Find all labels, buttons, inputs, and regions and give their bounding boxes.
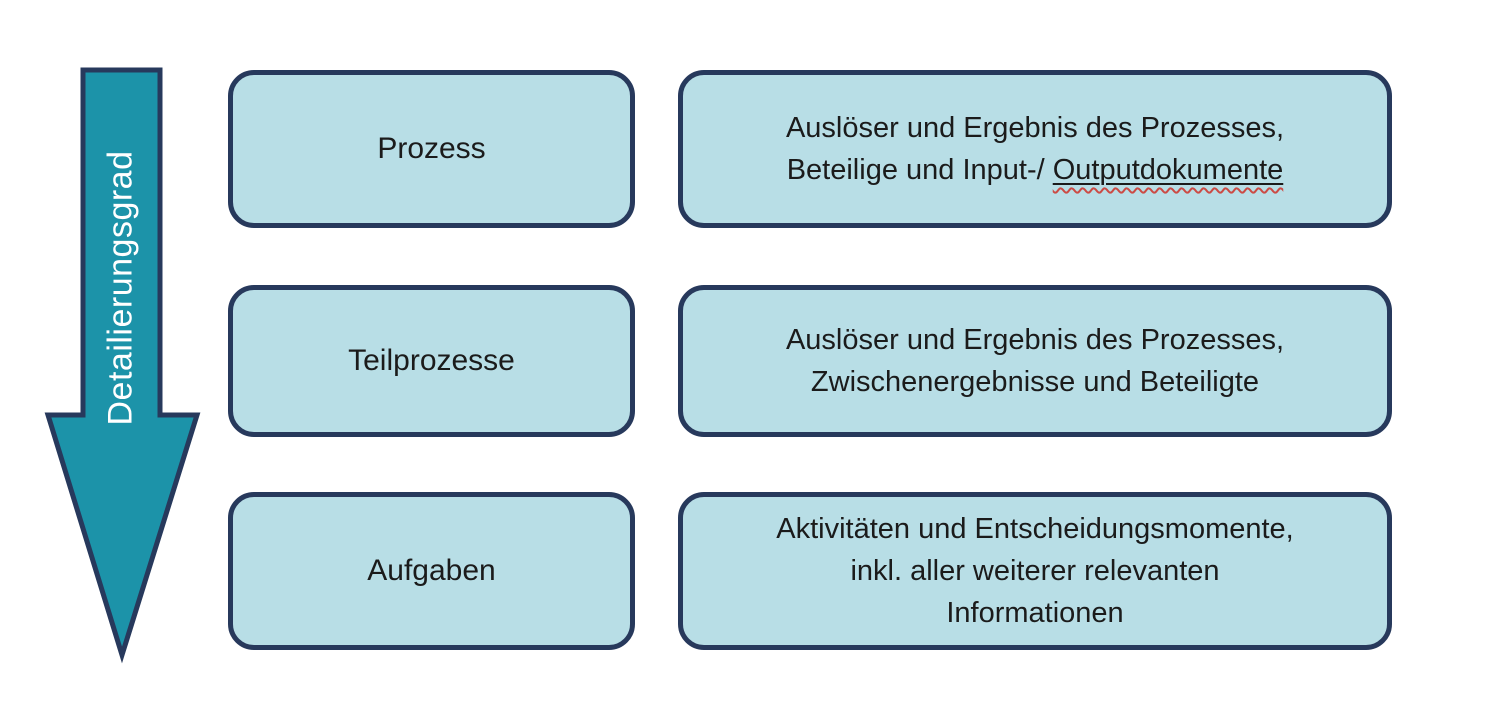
desc-line-2: Beteilige und Input-/ Outputdokumente bbox=[786, 149, 1284, 191]
desc-box-teilprozesse: Auslöser und Ergebnis des Prozesses, Zwi… bbox=[678, 285, 1392, 437]
underlined-word: Outputdokumente bbox=[1052, 154, 1284, 186]
level-box-prozess: Prozess bbox=[228, 70, 635, 228]
desc-text: Aktivitäten und Entscheidungsmomente, in… bbox=[776, 508, 1293, 634]
level-box-teilprozesse: Teilprozesse bbox=[228, 285, 635, 437]
down-arrow-shape bbox=[44, 67, 201, 664]
desc-line-2-prefix: Beteilige und Input-/ bbox=[786, 154, 1053, 186]
level-label: Teilprozesse bbox=[348, 344, 515, 377]
desc-text: Auslöser und Ergebnis des Prozesses, Zwi… bbox=[786, 319, 1284, 403]
level-box-aufgaben: Aufgaben bbox=[228, 492, 635, 650]
desc-line-1: Auslöser und Ergebnis des Prozesses, bbox=[785, 323, 1285, 356]
desc-line-1: Aktivitäten und Entscheidungsmomente, bbox=[776, 512, 1294, 545]
desc-line-2: inkl. aller weiterer relevanten bbox=[850, 554, 1220, 587]
desc-box-prozess: Auslöser und Ergebnis des Prozesses, Bet… bbox=[678, 70, 1392, 228]
level-label: Prozess bbox=[377, 132, 486, 165]
level-label: Aufgaben bbox=[367, 554, 496, 587]
desc-text: Auslöser und Ergebnis des Prozesses, Bet… bbox=[786, 107, 1284, 191]
spellcheck-underline: Outputdokumente bbox=[1053, 154, 1284, 186]
detail-level-down-arrow-icon bbox=[44, 67, 201, 664]
desc-line-1: Auslöser und Ergebnis des Prozesses, bbox=[785, 111, 1285, 144]
arrow-label: Detailierungsgrad bbox=[101, 150, 140, 426]
desc-box-aufgaben: Aktivitäten und Entscheidungsmomente, in… bbox=[678, 492, 1392, 650]
desc-line-2: Zwischenergebnisse und Beteiligte bbox=[810, 366, 1260, 398]
desc-line-3: Informationen bbox=[946, 597, 1124, 630]
